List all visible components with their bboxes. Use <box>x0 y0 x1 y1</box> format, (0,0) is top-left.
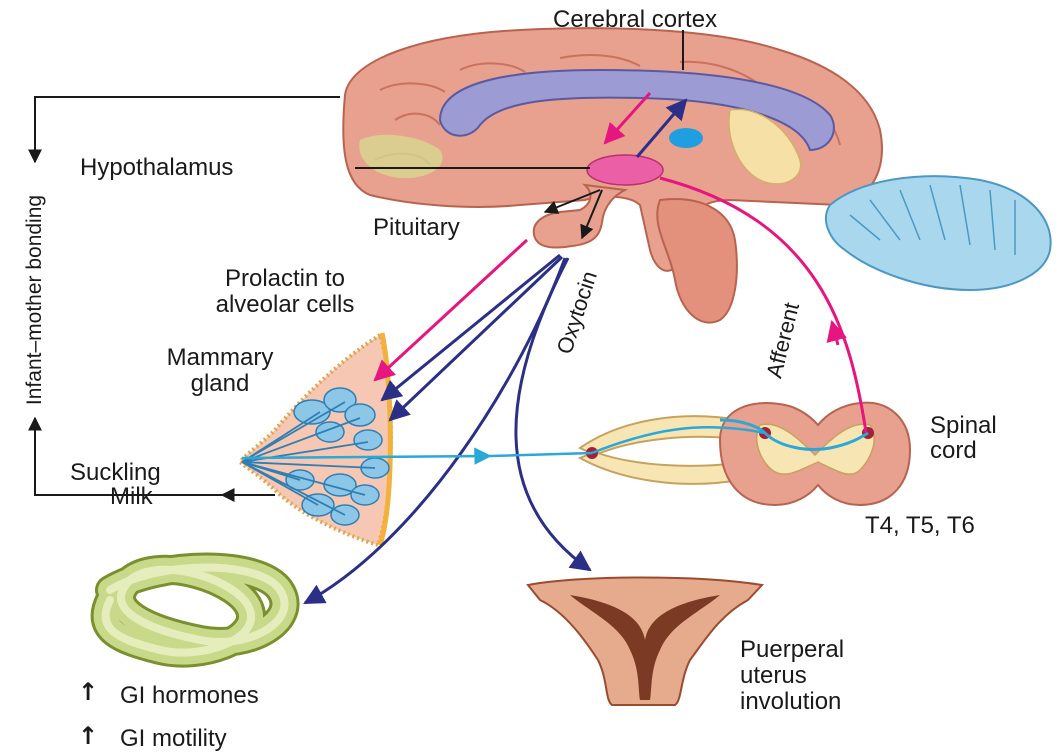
gi-hormones-label: GI hormones <box>120 682 259 709</box>
spinal-cord-section <box>580 403 910 505</box>
mammary-label-line1: Mammary <box>120 344 320 371</box>
hypothalamus-nucleus <box>587 155 663 185</box>
suckling-nerve-line <box>490 453 592 456</box>
increase-arrow-icon-1: ↑ <box>78 678 98 706</box>
spinal-cord-label-line2: cord <box>930 437 977 464</box>
spinal-cord-body <box>720 403 910 505</box>
oxytocin-to-breast-arrow-1 <box>382 255 560 400</box>
prolactin-label-line2: alveolar cells <box>180 291 390 318</box>
infant-mother-bonding-label: Infant–mother bonding <box>23 185 47 415</box>
spinal-levels-label: T4, T5, T6 <box>865 512 975 539</box>
cerebral-cortex-label: Cerebral cortex <box>553 6 717 33</box>
oxytocin-to-breast-arrow-2 <box>390 257 562 420</box>
prolactin-label-line1: Prolactin to <box>180 265 390 292</box>
uterus-label-line1: Puerperal <box>740 636 844 663</box>
mammary-label-line2: gland <box>120 370 320 397</box>
spinal-cord-label-line1: Spinal <box>930 412 997 439</box>
brainstem <box>657 199 737 323</box>
hypothalamus-label: Hypothalamus <box>80 154 233 181</box>
brain-sagittal-section <box>343 28 1050 322</box>
pituitary-label: Pituitary <box>373 214 460 241</box>
increase-arrow-icon-2: ↑ <box>78 722 98 750</box>
uterus <box>528 578 762 706</box>
suckling-label: Suckling <box>70 459 161 486</box>
milk-label: Milk <box>110 483 153 510</box>
bonding-top-line <box>35 97 340 162</box>
uterus-label-line2: uterus <box>740 662 807 689</box>
afferent-arrowhead <box>832 322 838 345</box>
uterus-label-line3: involution <box>740 688 841 715</box>
cerebellum <box>826 176 1051 290</box>
gi-motility-label: GI motility <box>120 725 227 752</box>
intestine <box>106 568 285 653</box>
nucleus-dot <box>669 128 703 148</box>
